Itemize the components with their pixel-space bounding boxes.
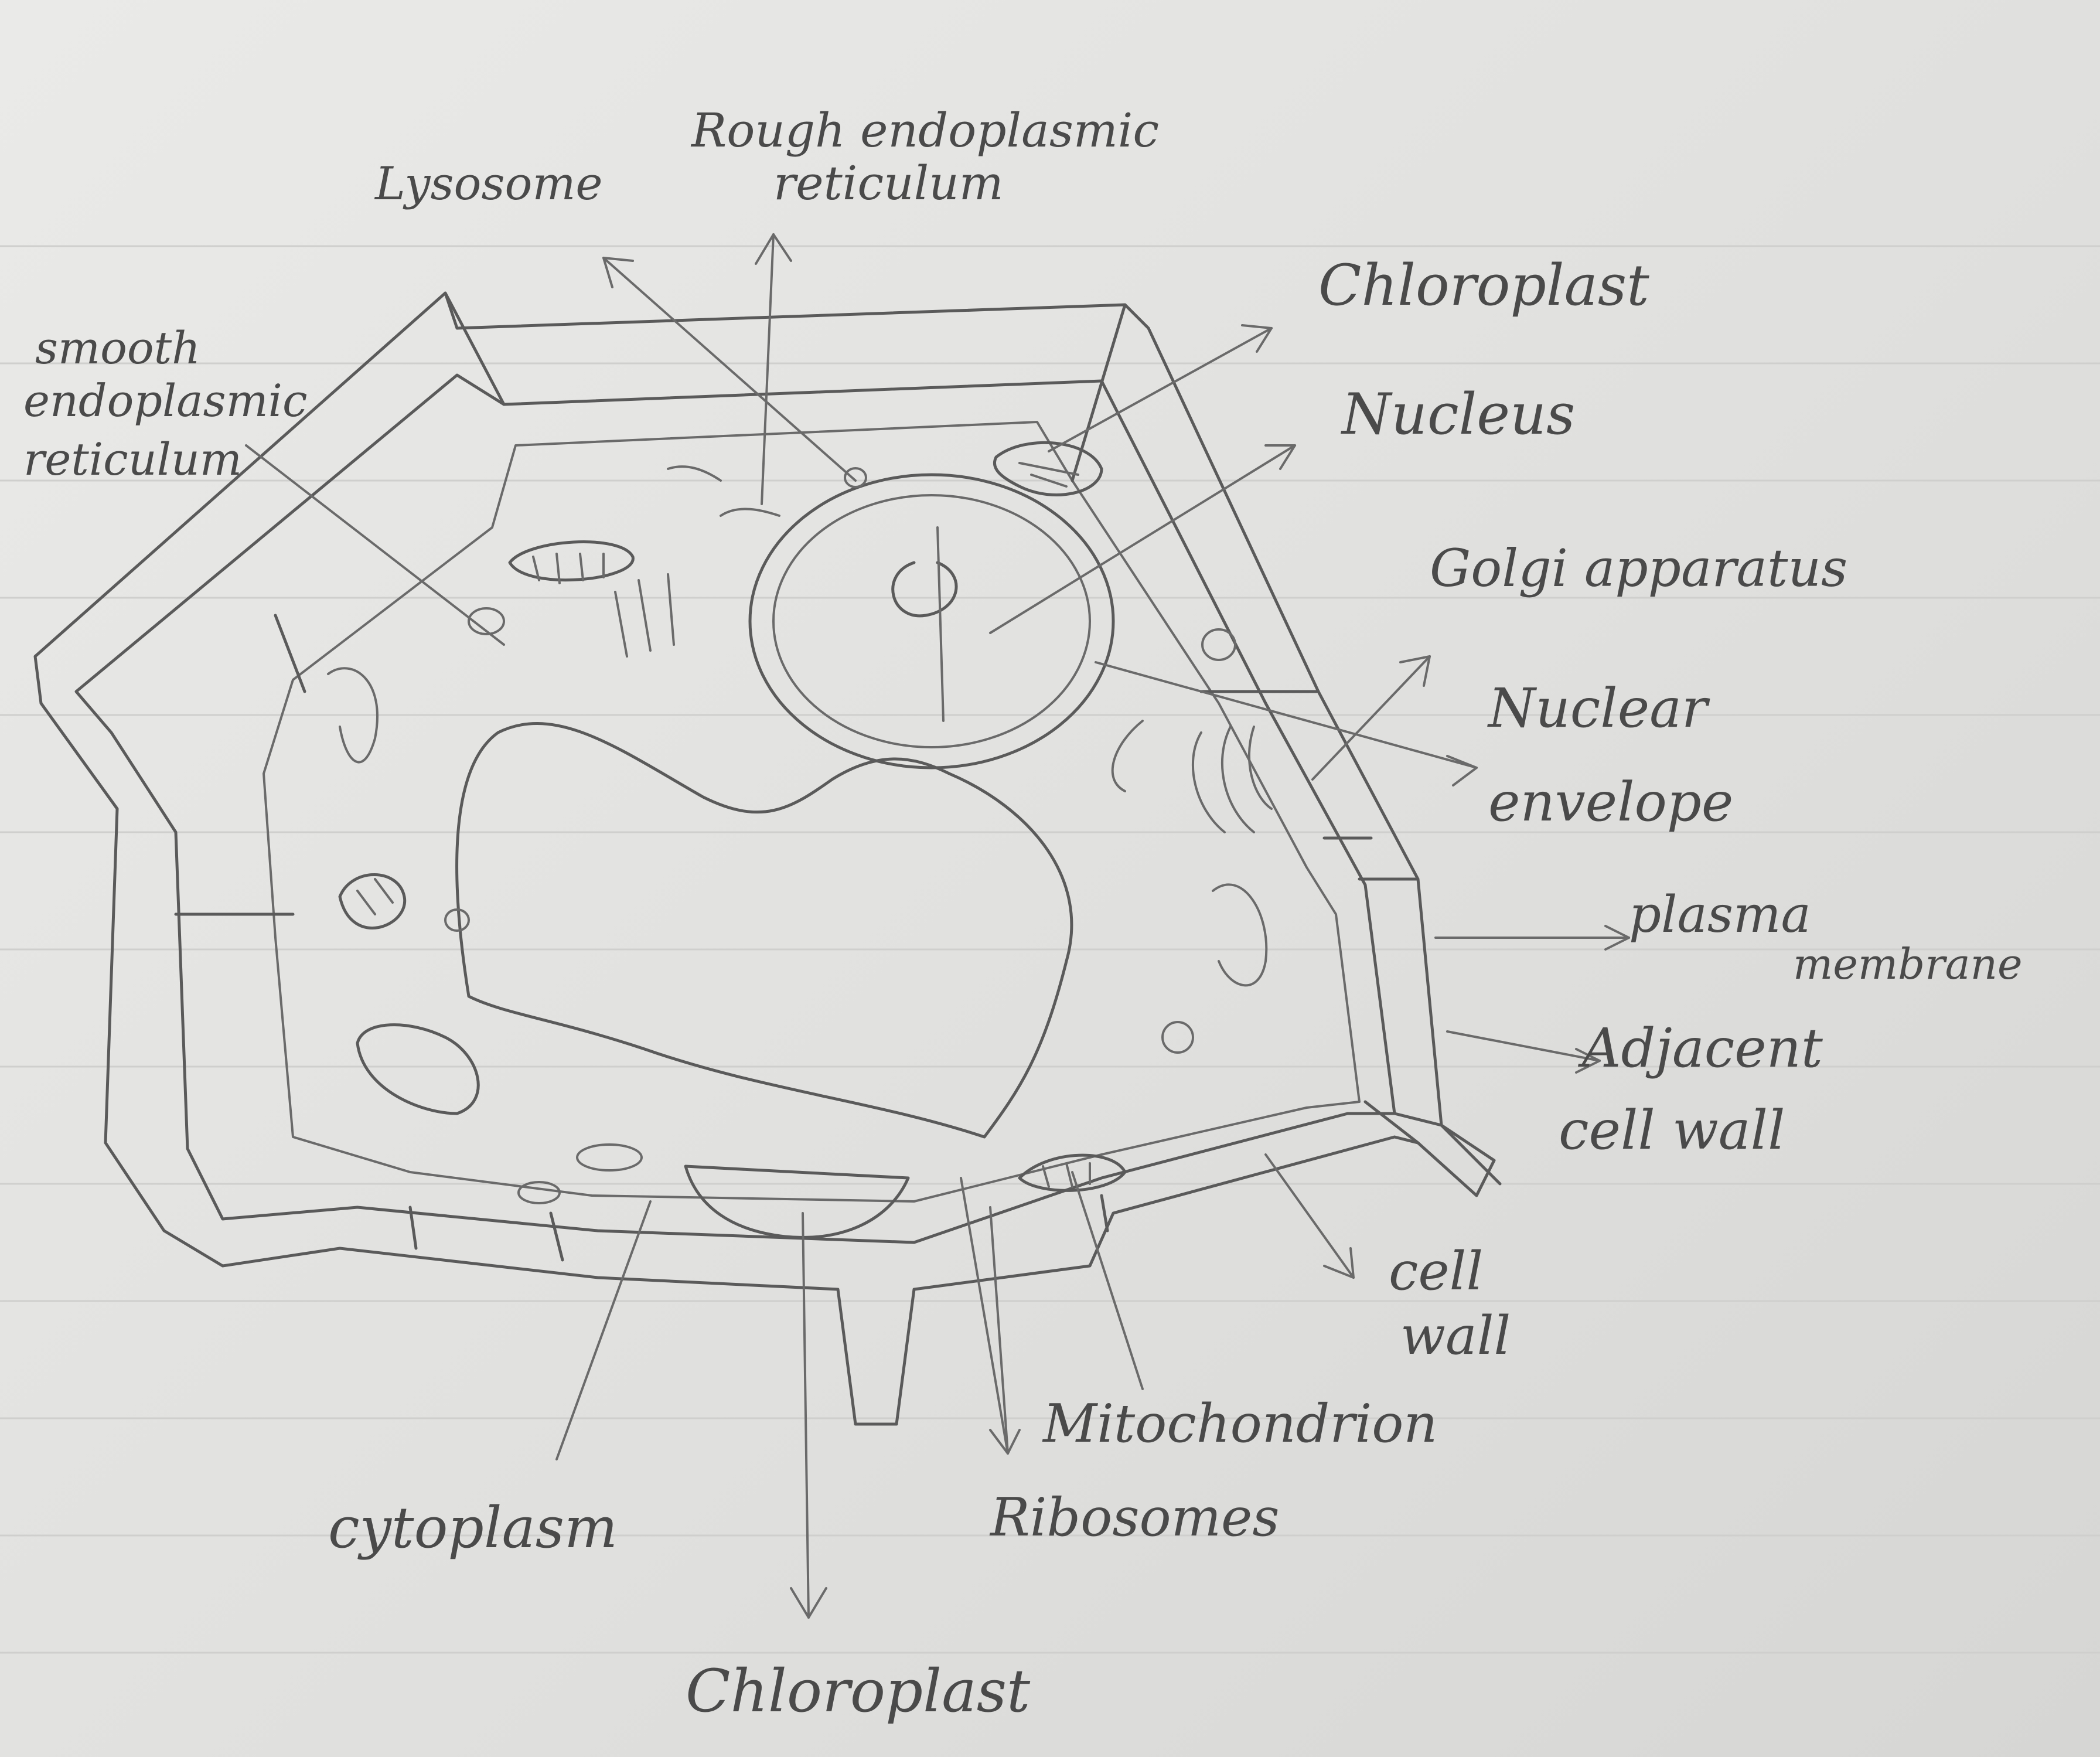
label-plasma-membrane-line1: plasma [1629, 886, 1811, 944]
central-vacuole [457, 723, 1072, 1137]
label-smooth-er-line3: reticulum [23, 433, 242, 485]
chloroplasts [357, 442, 1102, 1237]
label-cell-wall-line2: wall [1400, 1305, 1511, 1367]
label-nuclear-envelope-line2: envelope [1488, 771, 1733, 833]
label-rough-er-line2: reticulum [773, 156, 1004, 210]
label-lysosome: Lysosome [374, 158, 603, 210]
nucleus [750, 475, 1113, 768]
label-rough-er-line1: Rough endoplasmic [690, 103, 1159, 158]
labels: Lysosome Rough endoplasmic reticulum smo… [23, 103, 2023, 1725]
label-nuclear-envelope-line1: Nuclear [1487, 677, 1710, 740]
label-golgi-apparatus: Golgi apparatus [1430, 538, 1847, 598]
label-plasma-membrane-line2: membrane [1793, 939, 2023, 989]
label-smooth-er-line1: smooth [35, 322, 200, 374]
cell-wall-outline [35, 293, 1500, 1424]
label-mitochondrion: Mitochondrion [1042, 1393, 1437, 1455]
label-smooth-er-line2: endoplasmic [23, 374, 308, 427]
label-chloroplast-top: Chloroplast [1318, 253, 1649, 318]
label-nucleus: Nucleus [1341, 382, 1575, 447]
label-ribosomes: Ribosomes [989, 1487, 1280, 1548]
label-chloroplast-bottom: Chloroplast [686, 1657, 1031, 1725]
small-organelles [328, 467, 1271, 1203]
label-adjacent-cell-wall-line2: cell wall [1559, 1099, 1785, 1162]
label-cytoplasm: cytoplasm [328, 1495, 618, 1561]
label-adjacent-cell-wall-line1: Adjacent [1577, 1017, 1823, 1080]
label-cell-wall-line1: cell [1389, 1241, 1483, 1302]
